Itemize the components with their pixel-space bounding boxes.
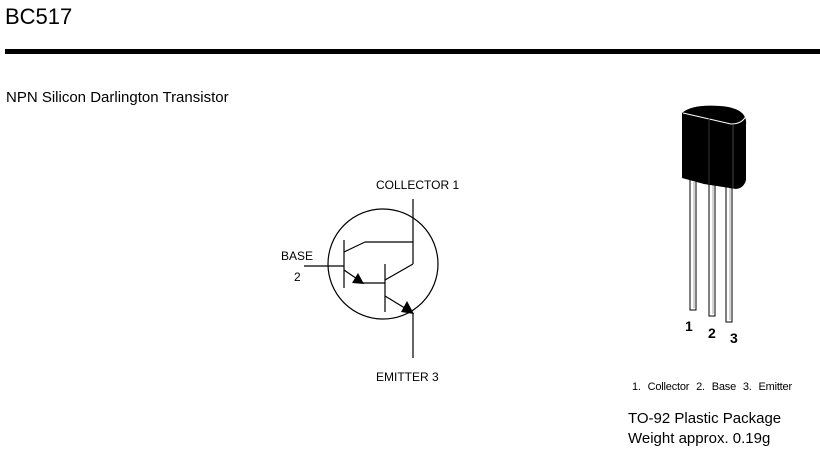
device-description: NPN Silicon Darlington Transistor — [6, 89, 229, 106]
pin-legend: 1. Collector 2. Base 3. Emitter — [632, 381, 792, 393]
pin-number-1: 1 — [685, 318, 693, 334]
emitter-arrow-icon — [352, 273, 364, 284]
pin-number-2: 2 — [708, 325, 716, 341]
base-label: BASE — [281, 249, 314, 263]
to92-package-icon — [682, 105, 747, 323]
page-title: BC517 — [5, 4, 73, 29]
package-weight: Weight approx. 0.19g — [628, 430, 771, 447]
header-divider — [5, 49, 820, 54]
base-pin-number: 2 — [294, 270, 301, 284]
emitter-arrow-icon — [401, 301, 414, 314]
emitter-label: EMITTER 3 — [376, 370, 439, 384]
pin-number-3: 3 — [730, 330, 738, 346]
package-type: TO-92 Plastic Package — [628, 410, 782, 427]
collector-label: COLLECTOR 1 — [376, 178, 460, 192]
